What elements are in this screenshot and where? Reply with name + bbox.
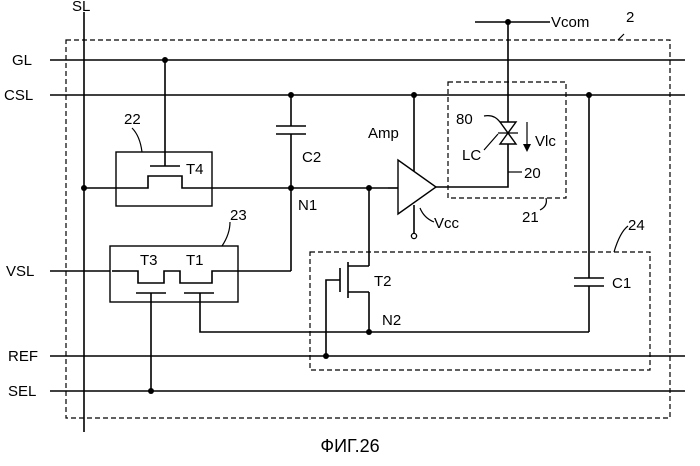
lc-leader bbox=[484, 134, 498, 150]
t2-gate-wire bbox=[326, 280, 340, 356]
csl-node-amp bbox=[411, 92, 417, 98]
block24-leader bbox=[614, 226, 628, 252]
label-t4: T4 bbox=[186, 161, 204, 178]
label-c1: C1 bbox=[612, 275, 631, 292]
amp-triangle bbox=[398, 160, 436, 214]
block22-leader bbox=[132, 128, 142, 152]
block23-leader bbox=[222, 222, 230, 246]
pixel-boundary bbox=[66, 40, 670, 418]
block21-leader bbox=[540, 198, 546, 210]
label-n2: N2 bbox=[382, 312, 401, 329]
vcc-terminal bbox=[411, 233, 416, 238]
gl-node bbox=[162, 57, 168, 63]
block-23 bbox=[110, 246, 238, 302]
label-t2: T2 bbox=[374, 273, 392, 290]
sl-node bbox=[81, 185, 87, 191]
lc-symbol-bottom bbox=[500, 133, 516, 144]
label-vsl: VSL bbox=[6, 263, 34, 280]
label-csl: CSL bbox=[4, 87, 33, 104]
vcc-leader bbox=[420, 208, 434, 222]
label-block22: 22 bbox=[124, 111, 141, 128]
label-vcom: Vcom bbox=[551, 14, 589, 31]
lc80-leader bbox=[484, 116, 500, 122]
label-block23: 23 bbox=[230, 207, 247, 224]
label-sel: SEL bbox=[8, 383, 36, 400]
figure-caption: ФИГ.26 bbox=[320, 436, 379, 456]
label-amp: Amp bbox=[368, 125, 399, 142]
label-pixel-ref: 2 bbox=[626, 9, 634, 26]
n1-node bbox=[288, 185, 294, 191]
label-vlc: Vlc bbox=[535, 133, 556, 150]
sel-node bbox=[148, 388, 154, 394]
label-c2: C2 bbox=[302, 149, 321, 166]
label-t3: T3 bbox=[140, 252, 158, 269]
pixel-leader bbox=[618, 34, 624, 40]
lc-symbol-top bbox=[500, 122, 516, 133]
n2-node bbox=[366, 329, 372, 335]
label-sl: SL bbox=[72, 0, 90, 15]
vlc-arrow-head bbox=[523, 144, 531, 152]
ref-node bbox=[323, 353, 329, 359]
label-block20: 20 bbox=[524, 165, 541, 182]
label-ref: REF bbox=[8, 348, 38, 365]
label-gl: GL bbox=[12, 52, 32, 69]
label-t1: T1 bbox=[186, 252, 204, 269]
label-lc: LC bbox=[462, 147, 481, 164]
label-vcc: Vcc bbox=[434, 215, 460, 232]
block-24 bbox=[310, 252, 650, 370]
label-n1: N1 bbox=[298, 197, 317, 214]
label-block24: 24 bbox=[628, 217, 645, 234]
label-lc-ref: 80 bbox=[456, 111, 473, 128]
label-block21: 21 bbox=[522, 209, 539, 226]
